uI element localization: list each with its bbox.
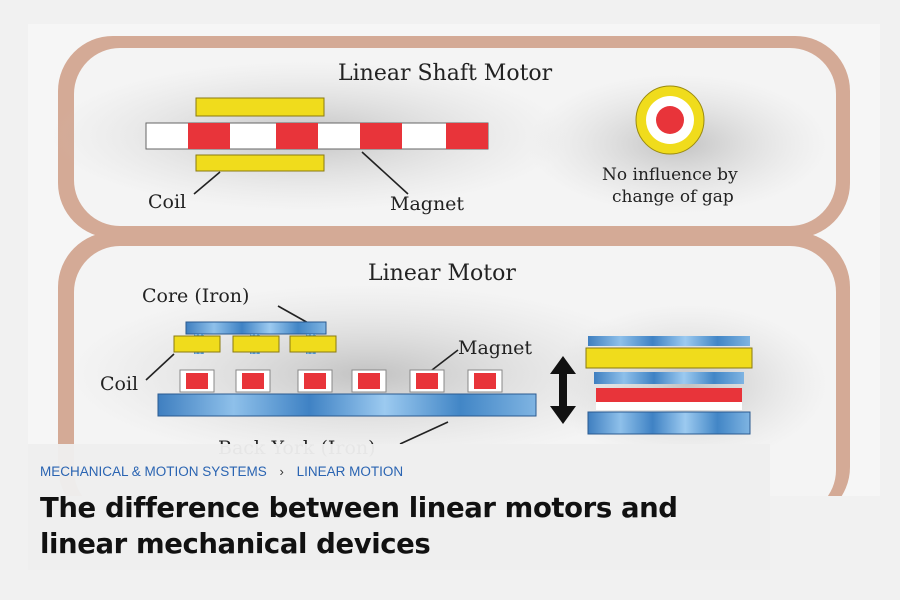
back-yoke	[157, 393, 537, 417]
coil-label-bottom: Coil	[100, 373, 138, 395]
gap-arrow-icon	[550, 356, 576, 424]
bottom-panel-title: Linear Motor	[368, 261, 516, 286]
coil-windings	[173, 335, 337, 353]
gap-note-line1: No influence by	[602, 165, 738, 185]
article-headline[interactable]: The difference between linear motors and…	[40, 492, 678, 560]
linear-motor-cross-section	[585, 336, 753, 435]
article-caption: MECHANICAL & MOTION SYSTEMS › LINEAR MOT…	[28, 444, 770, 570]
magnet-row	[179, 369, 503, 393]
core-label: Core (Iron)	[142, 285, 249, 307]
hero-diagram-image: Linear Shaft Motor Coil Magnet No influe…	[28, 24, 880, 496]
breadcrumb-chevron-icon: ›	[279, 464, 284, 479]
shaft-coil-upper	[195, 97, 325, 117]
gap-note-line2: change of gap	[612, 187, 734, 207]
breadcrumb: MECHANICAL & MOTION SYSTEMS › LINEAR MOT…	[40, 464, 403, 479]
shaft-coil-lower	[195, 154, 325, 172]
shaft-cross-section-icon	[635, 85, 705, 155]
top-panel-title: Linear Shaft Motor	[338, 61, 553, 86]
breadcrumb-link-linear-motion[interactable]: LINEAR MOTION	[296, 464, 404, 479]
breadcrumb-link-mechanical-motion-systems[interactable]: MECHANICAL & MOTION SYSTEMS	[40, 464, 267, 479]
magnet-label-bottom: Magnet	[458, 337, 532, 359]
magnet-shaft	[145, 122, 489, 150]
coil-label-top: Coil	[148, 191, 186, 213]
magnet-label-top: Magnet	[390, 193, 464, 215]
